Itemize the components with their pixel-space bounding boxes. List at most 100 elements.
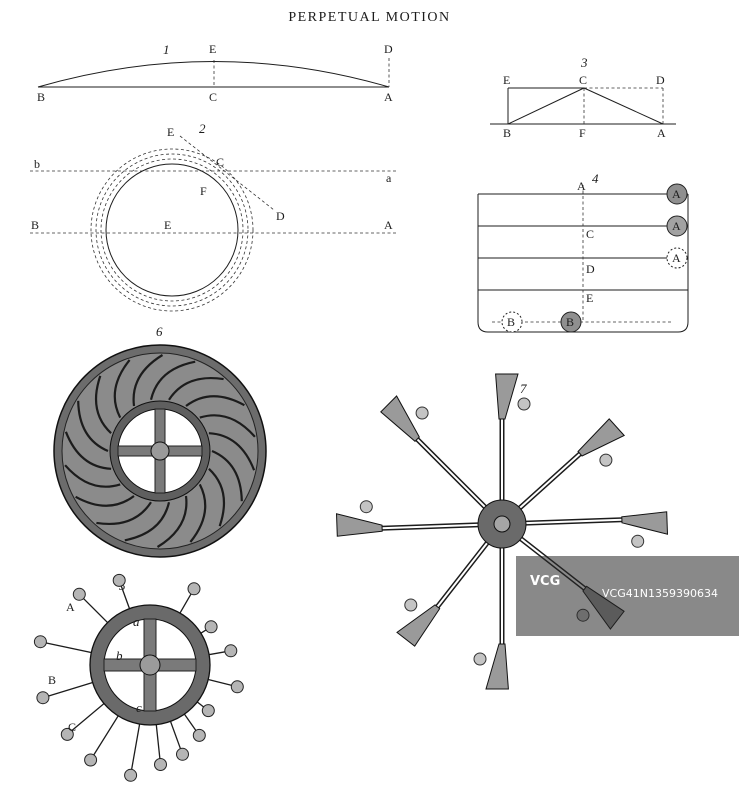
- fig6-vane: [64, 464, 121, 488]
- fig6-vane: [211, 449, 243, 502]
- plate-title: PERPETUAL MOTION: [288, 10, 451, 25]
- fig6-vane: [189, 483, 207, 543]
- fig2-label-a: a: [386, 171, 392, 185]
- fig4-ball-B1: [501, 311, 523, 333]
- fig5-ball: [187, 582, 201, 596]
- fig4-number: 4: [592, 171, 599, 186]
- fig6-vane: [149, 360, 196, 401]
- fig6-vane: [132, 354, 164, 407]
- fig3-label-D: D: [656, 73, 665, 87]
- fig5-ball: [176, 747, 189, 761]
- fig4-label-A2: A: [672, 219, 681, 233]
- fig1-label-E: E: [209, 42, 216, 56]
- fig6-vane: [185, 395, 245, 407]
- fig6-number: 6: [156, 324, 163, 339]
- fig7-ball: [404, 598, 418, 612]
- fig4-label-B2: B: [566, 315, 574, 329]
- fig2-label-E-top: E: [167, 125, 174, 139]
- fig5-label-A: A: [66, 600, 75, 614]
- fig3-number: 3: [580, 55, 588, 70]
- fig7-funnel-bucket: [577, 418, 626, 457]
- fig3-slope-right: [583, 87, 664, 125]
- fig6-vane: [77, 400, 109, 453]
- fig5-ball: [84, 753, 98, 767]
- fig4-ball-A3: [666, 247, 688, 269]
- fig5-ball: [72, 587, 86, 601]
- fig7-ball: [631, 534, 645, 548]
- fig5-label-c: c: [136, 700, 142, 715]
- fig4-ball-B2: [560, 311, 582, 333]
- fig6-vane: [64, 431, 112, 470]
- fig5-label-a: a: [133, 614, 140, 629]
- figure-7: 7: [335, 373, 669, 690]
- fig4-vessel: [477, 194, 689, 333]
- watermark-id: VCG41N1359390634: [602, 587, 718, 600]
- fig3-label-E: E: [503, 73, 510, 87]
- fig2-label-F: F: [200, 184, 207, 198]
- fig6-axle: [150, 441, 170, 461]
- fig4-label-C: C: [586, 227, 594, 241]
- fig7-funnel-bucket: [335, 513, 383, 537]
- fig2-label-C: C: [216, 155, 224, 169]
- fig2-circle-outer: [90, 148, 254, 312]
- fig5-ball: [36, 691, 50, 705]
- fig6-vane: [208, 432, 256, 471]
- fig5-ball: [224, 644, 238, 658]
- fig1-label-B: B: [37, 90, 45, 104]
- fig5-ball: [124, 768, 138, 782]
- fig4-label-D: D: [586, 262, 595, 276]
- fig6-vane: [96, 501, 152, 525]
- fig1-label-C: C: [209, 90, 217, 104]
- fig5-ball: [192, 728, 206, 742]
- fig7-funnel-bucket: [485, 643, 509, 690]
- fig6-vanes: [64, 354, 256, 548]
- fig7-axle: [493, 515, 511, 533]
- fig3-label-F: F: [579, 126, 586, 140]
- fig7-funnel-bucket: [380, 395, 420, 442]
- fig1-arc: [37, 61, 390, 88]
- fig1-number: 1: [163, 42, 170, 57]
- fig7-funnel-bucket: [621, 511, 669, 535]
- fig5-axle: [139, 654, 161, 676]
- fig7-ball: [473, 652, 487, 666]
- fig5-ball: [154, 758, 167, 771]
- fig7-ball: [517, 397, 531, 411]
- figure-6: 6: [53, 324, 267, 558]
- fig5-ball: [60, 727, 74, 741]
- fig6-vane: [94, 375, 112, 435]
- fig3-label-C: C: [579, 73, 587, 87]
- fig5-ball: [204, 620, 218, 634]
- fig6-vane: [156, 495, 188, 548]
- fig2-circle-solid: [105, 163, 239, 297]
- fig6-vane: [168, 377, 224, 401]
- fig2-label-A: A: [384, 218, 393, 232]
- fig3-label-A: A: [657, 126, 666, 140]
- fig5-ball: [112, 573, 126, 587]
- fig7-ball: [359, 500, 373, 514]
- fig7-funnel-bucket: [495, 373, 519, 420]
- fig5-label-B: B: [48, 673, 56, 687]
- figure-5: 5 A B C a b c: [33, 573, 244, 782]
- fig4-label-A1: A: [672, 187, 681, 201]
- fig1-label-A: A: [384, 90, 393, 104]
- fig4-ball-A1: [666, 183, 688, 205]
- fig2-label-D: D: [276, 209, 285, 223]
- fig6-vane: [75, 495, 135, 507]
- fig7-funnel-bucket: [396, 604, 441, 647]
- fig1-label-D: D: [384, 42, 393, 56]
- fig5-label-b: b: [116, 648, 123, 663]
- figure-3: 3 C E D B F A: [490, 55, 676, 140]
- fig4-label-A3: A: [672, 251, 681, 265]
- fig2-circle-inner-dash: [100, 158, 244, 302]
- fig4-label-E: E: [586, 291, 593, 305]
- fig4-ball-A2: [666, 215, 688, 237]
- fig6-vane: [199, 414, 256, 438]
- fig5-ball: [33, 635, 47, 649]
- fig3-label-B: B: [503, 126, 511, 140]
- fig5-label-C: C: [68, 720, 76, 734]
- fig5-ball: [230, 680, 244, 694]
- fig3-slope-left: [507, 87, 585, 125]
- fig2-number: 2: [199, 121, 206, 136]
- fig7-number: 7: [520, 381, 527, 396]
